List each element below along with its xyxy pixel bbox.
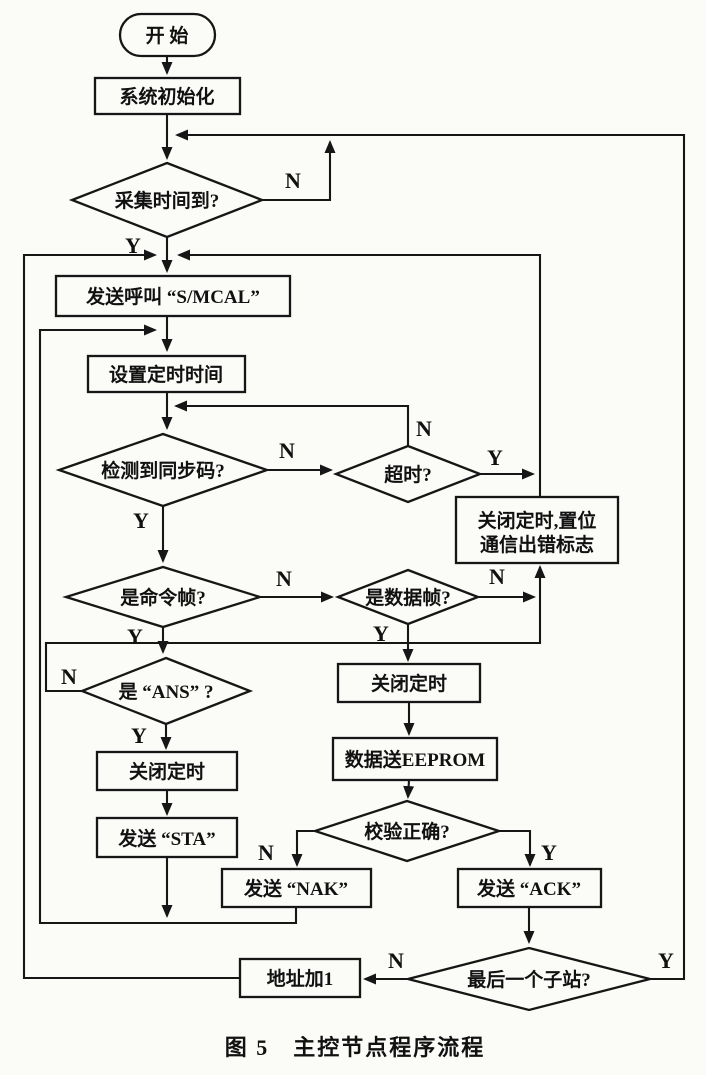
edge-error-flag-return [177,249,542,497]
init-node [93,76,242,116]
error-flag-label-line2: 通信出错标志 [480,533,594,556]
edge-ans-no-to-error-flag [44,565,546,693]
is-ans-label: 是 “ANS” ? [118,681,213,703]
timeout-decision [332,444,484,504]
collect-time-label: 采集时间到? [115,189,220,212]
edge-eeprom-to-checksum [403,779,415,799]
last-no-label: N [388,948,404,973]
flow-nodes: 开 始 系统初始化 采集时间到? 发送呼叫 “S/MCAL” 设置定时时间 检测… [54,12,651,1012]
send-call-label: 发送呼叫 “S/MCAL” [85,285,260,308]
close-timer-right-label: 关闭定时 [371,672,447,695]
sync-detected-decision [55,432,271,508]
last-yes-label: Y [658,948,674,973]
command-no-label: N [276,566,292,591]
collect-yes-label: Y [125,233,141,258]
is-ans-decision [78,656,254,726]
checksum-no-label: N [258,840,274,865]
timeout-no-label: N [416,416,432,441]
start-label: 开 始 [146,24,189,47]
figure-caption: 图 5 主控节点程序流程 [225,1035,486,1060]
edge-checksum-no [291,829,315,867]
edge-collect-no-loop [262,140,336,202]
timeout-label: 超时? [383,463,432,486]
edge-addr-inc-loop [22,249,240,980]
send-call-node [54,274,292,318]
last-substation-decision [407,946,651,1012]
sync-detected-label: 检测到同步码? [101,459,225,482]
edge-last-substation-yes-return [175,129,686,981]
data-yes-label: Y [373,621,389,646]
addr-inc-label: 地址加1 [267,967,334,990]
close-timer-left-label: 关闭定时 [129,760,205,783]
sync-yes-label: Y [133,508,149,533]
edge-sta-nak-loop [38,324,298,925]
data-no-label: N [489,564,505,589]
sync-no-label: N [279,438,295,463]
send-sta-label: 发送 “STA” [117,827,215,850]
is-command-frame-decision [62,565,264,629]
is-data-frame-decision [334,568,482,626]
last-substation-label: 最后一个子站? [467,968,591,991]
init-label: 系统初始化 [119,85,214,108]
is-command-frame-label: 是命令帧? [120,586,206,609]
data-to-eeprom-label: 数据送EEPROM [345,748,485,771]
flow-edges [22,56,686,985]
addr-inc-node [238,957,362,999]
collect-time-decision [68,161,266,239]
collect-no-label: N [285,168,301,193]
start-node [118,12,217,58]
data-to-eeprom-node [331,736,499,782]
send-nak-node [220,867,373,909]
set-timer-label: 设置定时时间 [109,363,223,386]
ans-no-label: N [61,664,77,689]
error-flag-node [454,495,620,565]
checksum-ok-label: 校验正确? [364,820,450,843]
send-sta-node [95,816,239,859]
checksum-ok-decision [311,799,503,863]
edge-timeout-no-loop [174,400,410,446]
close-timer-right-node [336,662,482,704]
ans-yes-label: Y [131,723,147,748]
command-yes-label: Y [127,624,143,649]
close-timer-left-node [95,750,239,792]
send-ack-label: 发送 “ACK” [476,877,581,900]
timeout-yes-label: Y [487,445,503,470]
error-flag-label-line1: 关闭定时,置位 [478,509,597,532]
set-timer-node [86,354,247,394]
edge-checksum-yes [499,829,536,867]
is-data-frame-label: 是数据帧? [365,586,451,609]
branch-labels: N Y N Y N Y N Y N Y N Y N Y N Y [61,168,674,973]
send-nak-label: 发送 “NAK” [243,877,348,900]
send-ack-node [456,867,603,909]
checksum-yes-label: Y [541,840,557,865]
